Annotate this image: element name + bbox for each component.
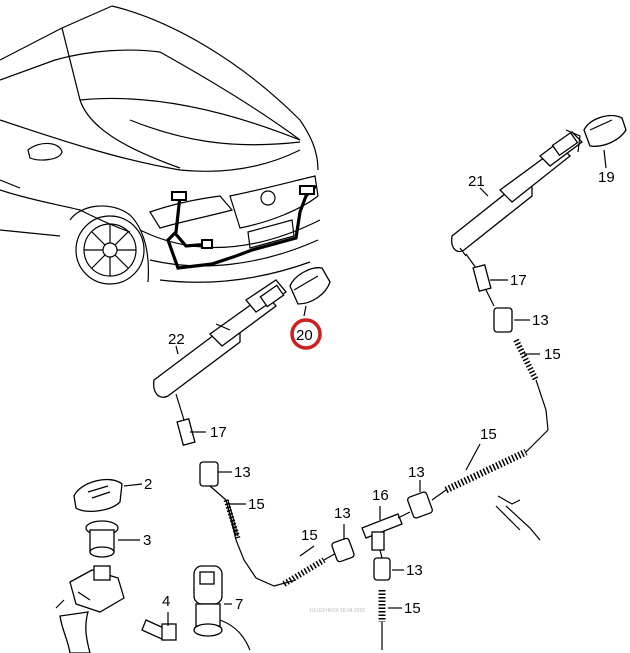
filler-neck-pipe: [55, 565, 125, 653]
washer-pump: [193, 565, 251, 651]
washer-nozzle-cylinder-right: [451, 129, 583, 257]
t-connector: [361, 511, 411, 650]
callout-16: 16: [372, 487, 389, 504]
callout-17-left: 17: [210, 424, 227, 441]
callout-13-center: 13: [334, 505, 351, 522]
callout-15-right-lower: 15: [480, 426, 497, 443]
callout-13-bottom: 13: [406, 562, 423, 579]
screw: [141, 619, 177, 641]
callout-21: 21: [468, 173, 485, 190]
leader-lines: [118, 149, 607, 626]
callout-15-right: 15: [544, 346, 561, 363]
callout-7: 7: [235, 596, 243, 613]
callout-15-lower: 15: [301, 527, 318, 544]
washer-cap-right: [583, 115, 627, 147]
highlight-ring: [290, 318, 322, 350]
callout-13-right-lower: 13: [408, 464, 425, 481]
callout-17-right: 17: [510, 272, 527, 289]
callout-20-highlighted[interactable]: 20: [290, 318, 322, 350]
callout-3: 3: [143, 532, 151, 549]
callout-22: 22: [168, 331, 185, 348]
callout-13-left: 13: [234, 464, 251, 481]
washer-cap-left: [289, 267, 331, 305]
reservoir-filler-cap: [73, 479, 123, 513]
callout-4: 4: [162, 593, 170, 610]
car-front-illustration: [0, 5, 321, 285]
left-hose-assembly: [175, 393, 355, 587]
callout-15-bottom: 15: [404, 600, 421, 617]
right-hose-assembly: [407, 253, 549, 519]
callout-2: 2: [144, 476, 152, 493]
hose-clip: [495, 495, 541, 541]
callout-19: 19: [598, 169, 615, 186]
filler-neck-seal: [85, 520, 119, 558]
callout-13-right: 13: [532, 312, 549, 329]
callout-20: 20: [296, 327, 313, 344]
washer-nozzle-cylinder-left: [153, 279, 287, 398]
watermark-text: ULLEFH6XX 18.04.2016: [310, 608, 365, 614]
callout-15-left: 15: [248, 496, 265, 513]
